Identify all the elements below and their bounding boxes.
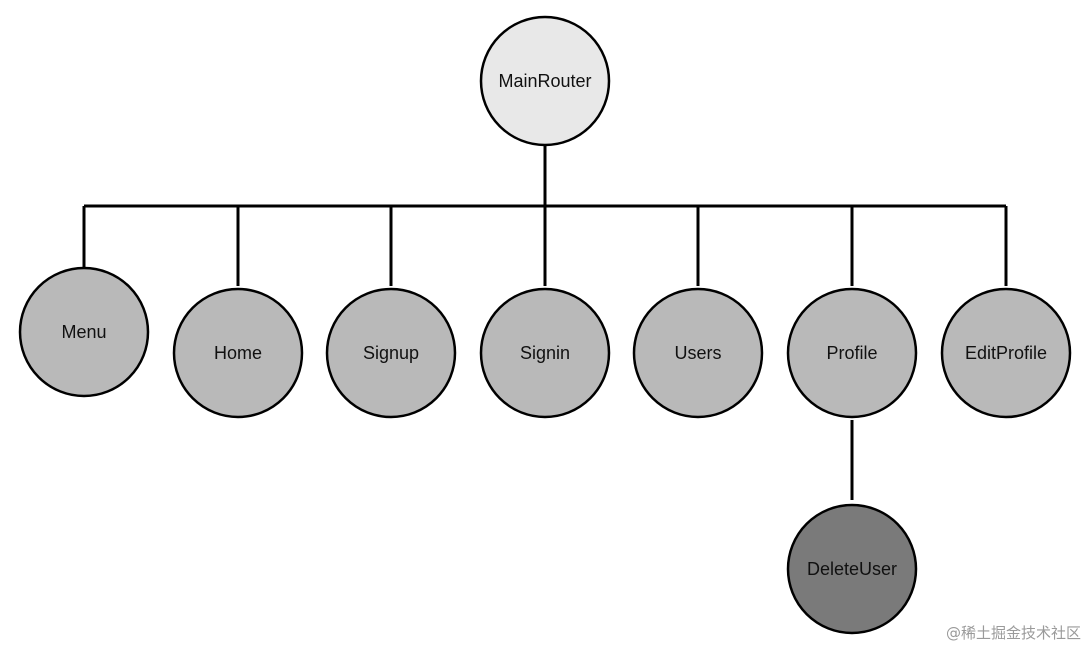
- node-circle: [325, 287, 457, 419]
- node-circle: [786, 287, 918, 419]
- node-profile: Profile: [786, 287, 918, 419]
- watermark-text: @稀土掘金技术社区: [945, 624, 1081, 642]
- node-circle: [172, 287, 304, 419]
- node-deleteuser: DeleteUser: [786, 503, 918, 635]
- node-label: EditProfile: [965, 343, 1047, 363]
- node-label: DeleteUser: [807, 559, 897, 579]
- node-mainrouter: MainRouter: [479, 15, 611, 147]
- connectors: [82, 146, 1008, 500]
- node-circle: [479, 287, 611, 419]
- node-label: Users: [674, 343, 721, 363]
- node-label: Signup: [363, 343, 419, 363]
- node-circle: [18, 266, 150, 398]
- node-signup: Signup: [325, 287, 457, 419]
- node-home: Home: [172, 287, 304, 419]
- node-editprofile: EditProfile: [940, 287, 1072, 419]
- node-label: MainRouter: [498, 71, 591, 91]
- node-circle: [479, 15, 611, 147]
- node-label: Menu: [61, 322, 106, 342]
- node-circle: [786, 503, 918, 635]
- node-users: Users: [632, 287, 764, 419]
- node-signin: Signin: [479, 287, 611, 419]
- node-label: Signin: [520, 343, 570, 363]
- node-menu: Menu: [18, 266, 150, 398]
- node-circle: [940, 287, 1072, 419]
- node-label: Home: [214, 343, 262, 363]
- node-circle: [632, 287, 764, 419]
- node-label: Profile: [826, 343, 877, 363]
